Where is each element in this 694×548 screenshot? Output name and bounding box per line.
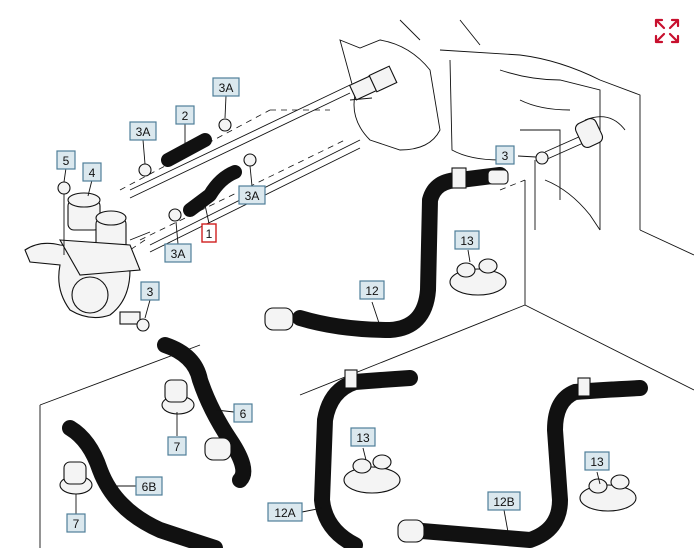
callout-6b[interactable]: 6B	[135, 476, 163, 496]
callout-13-middle[interactable]: 13	[350, 427, 376, 447]
svg-text:12B: 12B	[493, 495, 514, 509]
callout-2[interactable]: 2	[175, 105, 195, 125]
callout-12a[interactable]: 12A	[267, 502, 303, 522]
svg-text:3A: 3A	[219, 81, 234, 95]
expand-arrows-icon[interactable]	[654, 18, 680, 44]
callout-3a-lower[interactable]: 3A	[164, 243, 192, 263]
svg-text:6: 6	[240, 407, 247, 421]
svg-text:7: 7	[174, 440, 181, 454]
callout-3a-top[interactable]: 3A	[212, 77, 240, 97]
svg-text:3: 3	[147, 285, 154, 299]
heater-control-valve	[24, 181, 151, 332]
hose-12b	[397, 377, 648, 548]
svg-text:1: 1	[206, 227, 213, 241]
callout-6[interactable]: 6	[233, 403, 253, 423]
upper-right-pipe	[487, 117, 604, 185]
callout-3-right[interactable]: 3	[495, 145, 515, 165]
callout-5[interactable]: 5	[56, 150, 76, 170]
engine-body-outline	[339, 19, 641, 231]
svg-text:5: 5	[63, 154, 70, 168]
callout-12b[interactable]: 12B	[487, 491, 521, 511]
svg-text:3: 3	[502, 149, 509, 163]
svg-text:3A: 3A	[245, 189, 260, 203]
svg-text:7: 7	[73, 517, 80, 531]
hose-6	[157, 337, 252, 488]
upper-coolant-pipes	[129, 65, 398, 253]
grommet-13-upper	[449, 258, 507, 296]
svg-text:13: 13	[356, 431, 370, 445]
svg-text:4: 4	[89, 166, 96, 180]
svg-text:2: 2	[182, 109, 189, 123]
callout-13-upper[interactable]: 13	[454, 230, 480, 250]
svg-text:6B: 6B	[142, 480, 157, 494]
leader-lines	[63, 95, 601, 533]
svg-text:13: 13	[590, 455, 604, 469]
grommet-7-lower	[59, 461, 93, 495]
grommet-13-right	[579, 474, 637, 512]
callout-12[interactable]: 12	[359, 280, 385, 300]
grommet-13-middle	[343, 454, 401, 494]
svg-text:3A: 3A	[136, 125, 151, 139]
hose-12a	[314, 369, 418, 548]
callout-13-right[interactable]: 13	[584, 451, 610, 471]
hose-12	[264, 167, 508, 338]
svg-text:3A: 3A	[171, 247, 186, 261]
grommet-7-upper	[161, 379, 195, 415]
svg-text:12: 12	[365, 284, 379, 298]
callout-3-left[interactable]: 3	[140, 281, 160, 301]
callout-3a-right[interactable]: 3A	[238, 185, 266, 205]
callout-3a-upper-left[interactable]: 3A	[129, 121, 157, 141]
svg-text:13: 13	[460, 234, 474, 248]
callout-4[interactable]: 4	[82, 162, 102, 182]
callout-7-lower[interactable]: 7	[66, 513, 86, 533]
callout-1[interactable]: 1	[201, 223, 217, 243]
hose-6b	[62, 420, 223, 548]
callout-7-upper[interactable]: 7	[167, 436, 187, 456]
svg-text:12A: 12A	[274, 506, 295, 520]
